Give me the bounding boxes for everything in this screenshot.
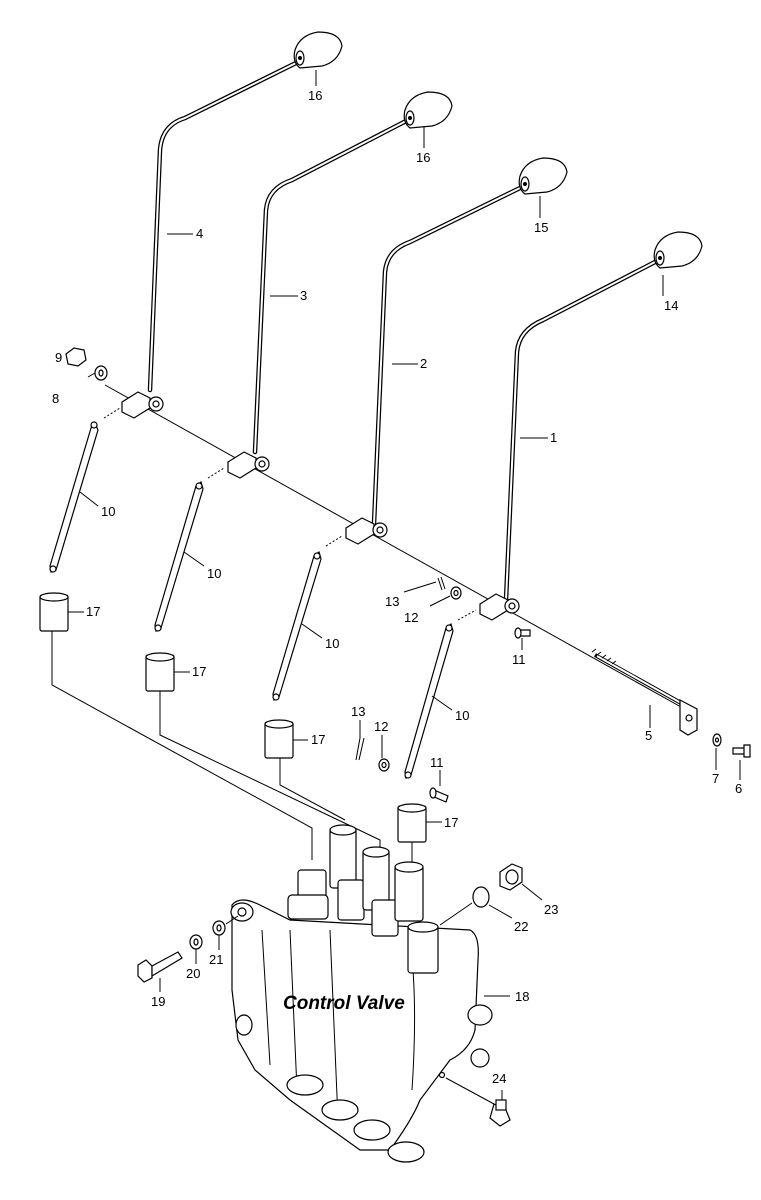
control-valve-body <box>230 824 493 1163</box>
callout-10b: 10 <box>207 566 221 581</box>
knob-16-lower <box>403 91 453 129</box>
callout-12b: 12 <box>374 719 388 734</box>
pin-11-lower <box>429 787 449 803</box>
link-rod-10d <box>404 622 454 779</box>
callout-24: 24 <box>492 1071 506 1086</box>
callout-leaders <box>68 70 741 1100</box>
knob-14 <box>653 231 703 269</box>
sleeve-17d <box>397 803 427 843</box>
callout-16b: 16 <box>416 150 430 165</box>
callout-labels: 1 2 3 4 5 6 7 8 9 10 10 10 10 11 11 12 1… <box>52 88 742 1086</box>
sleeve-17b <box>145 652 175 692</box>
callout-1: 1 <box>550 430 557 445</box>
callout-13a: 13 <box>385 594 399 609</box>
callout-11a: 11 <box>512 652 526 667</box>
pin-11-upper <box>514 627 531 639</box>
bolt-19 <box>137 951 183 983</box>
callout-21: 21 <box>209 952 223 967</box>
lever-shaft <box>104 384 698 736</box>
lever-1 <box>503 259 658 603</box>
callout-13b: 13 <box>351 704 365 719</box>
callout-10d: 10 <box>455 708 469 723</box>
sleeve-17c <box>264 719 294 759</box>
callout-7: 7 <box>712 771 719 786</box>
link-rod-10a <box>49 421 99 573</box>
callout-2: 2 <box>420 356 427 371</box>
lever-pivot-4 <box>121 391 164 419</box>
callout-20: 20 <box>186 966 200 981</box>
callout-12a: 12 <box>404 610 418 625</box>
callout-19: 19 <box>151 994 165 1009</box>
control-valve-title: Control Valve <box>283 993 405 1014</box>
callout-17d: 17 <box>444 815 458 830</box>
callout-10c: 10 <box>325 636 339 651</box>
cotter-pin-13-lower <box>355 737 365 761</box>
callout-5: 5 <box>645 728 652 743</box>
callout-4: 4 <box>196 226 203 241</box>
washer-21 <box>212 920 226 936</box>
lever-2 <box>371 185 523 527</box>
lever-3 <box>252 117 411 455</box>
callout-8: 8 <box>52 391 59 406</box>
callout-17b: 17 <box>192 664 206 679</box>
o-ring-leader <box>439 902 473 926</box>
washer-20 <box>189 934 203 950</box>
knob-15 <box>518 157 568 195</box>
callout-23: 23 <box>544 902 558 917</box>
plug-23 <box>499 863 523 891</box>
lever-pivot-3 <box>227 451 270 479</box>
bolt-leader <box>225 915 239 925</box>
assembly-arrows <box>103 407 477 621</box>
callout-14: 14 <box>664 298 678 313</box>
washer-12-upper <box>450 586 462 600</box>
callout-6: 6 <box>735 781 742 796</box>
nut-9 <box>65 347 87 367</box>
callout-22: 22 <box>514 919 528 934</box>
callout-15: 15 <box>534 220 548 235</box>
lever-4 <box>147 59 301 393</box>
callout-17a: 17 <box>86 604 100 619</box>
callout-3: 3 <box>300 288 307 303</box>
washer-7 <box>712 733 722 747</box>
lever-pivot-1 <box>479 593 520 621</box>
callout-11b: 11 <box>430 755 444 770</box>
washer-8 <box>94 365 108 381</box>
sleeve-17a <box>39 592 69 632</box>
callout-18: 18 <box>515 989 529 1004</box>
link-rod-10c <box>272 550 322 701</box>
cotter-pin-13-upper <box>437 576 446 591</box>
lever-pivot-2 <box>345 517 388 545</box>
o-ring-22 <box>472 886 490 908</box>
fitting-24 <box>489 1099 511 1127</box>
callout-9: 9 <box>55 350 62 365</box>
callout-17c: 17 <box>311 732 325 747</box>
callout-10a: 10 <box>101 504 115 519</box>
fitting-leader <box>445 1077 495 1105</box>
knob-16-upper <box>293 31 343 69</box>
link-rod-10b <box>154 480 204 632</box>
bolt-6 <box>732 744 751 758</box>
callout-16a: 16 <box>308 88 322 103</box>
washer-12-lower <box>378 758 390 772</box>
